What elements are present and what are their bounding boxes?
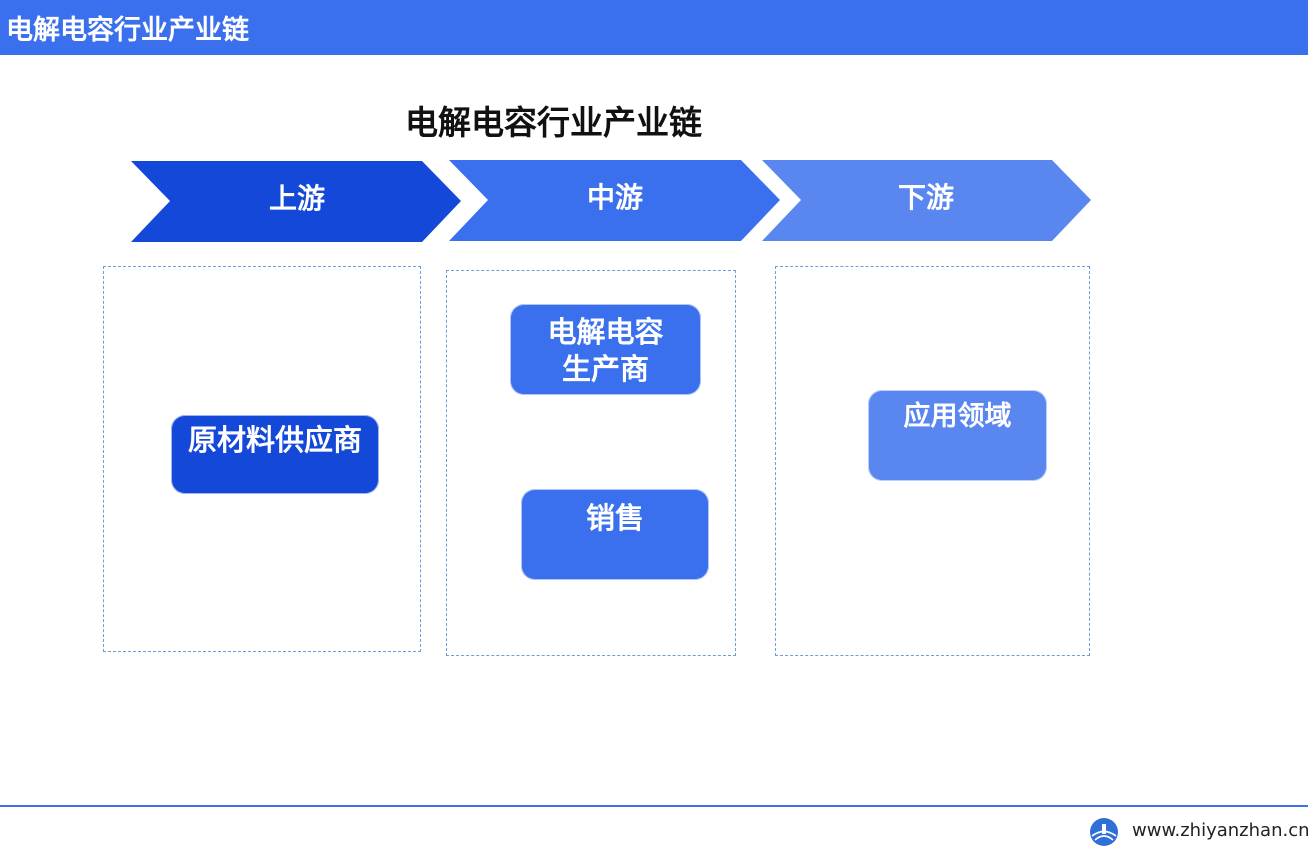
node-application-fields: 应用领域 [868,390,1047,481]
header-bar: 电解电容行业产业链 [0,0,1308,55]
footer-line [0,805,1308,807]
globe-logo-icon [1090,818,1118,846]
stage-box-downstream [775,266,1090,656]
stage-arrow-midstream [449,160,780,241]
stage-arrow-upstream [131,161,461,242]
node-sales: 销售 [521,489,709,580]
stage-label-downstream: 下游 [897,181,954,214]
footer-url[interactable]: www.zhiyanzhan.cn [1132,820,1308,841]
stage-box-midstream [446,270,736,656]
stage-arrow-downstream [762,160,1091,241]
diagram-title: 电解电容行业产业链 [405,103,702,142]
stage-box-upstream [103,266,421,652]
node-capacitor-manufacturers: 电解电容 生产商 [510,304,701,395]
header-title: 电解电容行业产业链 [6,15,249,46]
stage-label-upstream: 上游 [268,182,325,215]
node-raw-material-suppliers: 原材料供应商 [171,415,379,494]
stage-label-midstream: 中游 [586,181,643,214]
